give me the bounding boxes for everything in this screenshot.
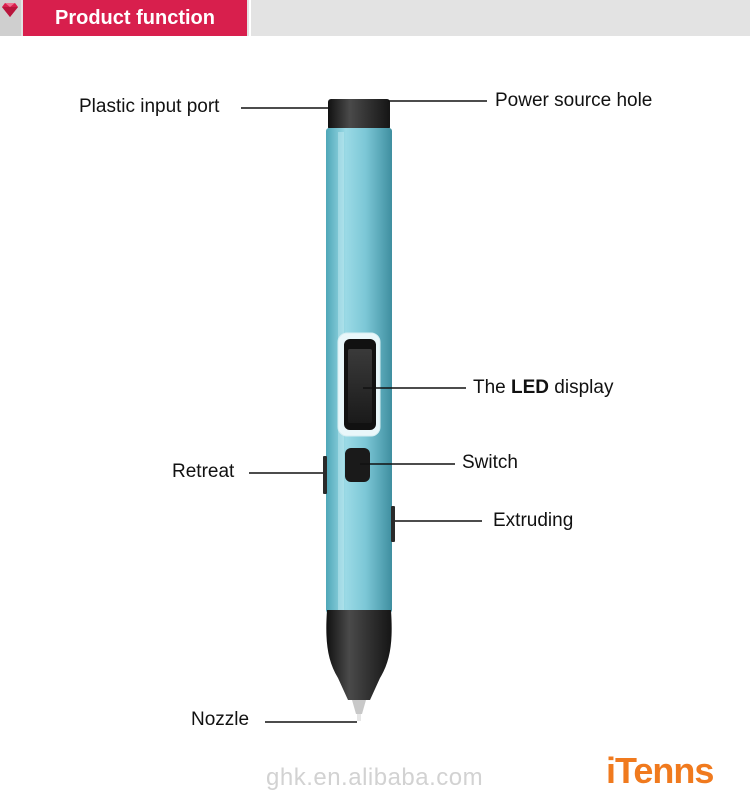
gem-icon — [2, 3, 18, 17]
brand-logo: iTenns — [606, 750, 714, 791]
watermark: ghk.en.alibaba.com — [266, 764, 484, 791]
plastic-input-port-label: Plastic input port — [79, 96, 220, 117]
header-bar: Product function — [0, 0, 750, 36]
pen-tip — [326, 610, 392, 700]
led-screen-inner — [348, 349, 372, 423]
led-prefix: The — [473, 377, 512, 398]
led-display-label: The LED display — [473, 377, 613, 399]
nozzle-label: Nozzle — [191, 709, 250, 730]
pen-top-cap — [328, 99, 390, 130]
retreat-button — [323, 456, 327, 494]
header-divider — [249, 0, 251, 36]
extruding-label: Extruding — [493, 510, 574, 531]
nozzle-tip — [352, 700, 366, 714]
section-title: Product function — [23, 0, 247, 36]
led-suffix: display — [549, 377, 614, 398]
led-bold: LED — [511, 377, 550, 398]
header-corner — [0, 0, 21, 36]
extruding-button — [391, 506, 395, 542]
switch-label: Switch — [462, 452, 518, 473]
retreat-label: Retreat — [172, 461, 235, 482]
power-source-hole-label: Power source hole — [495, 90, 653, 111]
switch-button — [345, 448, 370, 482]
nozzle-point — [357, 714, 361, 721]
